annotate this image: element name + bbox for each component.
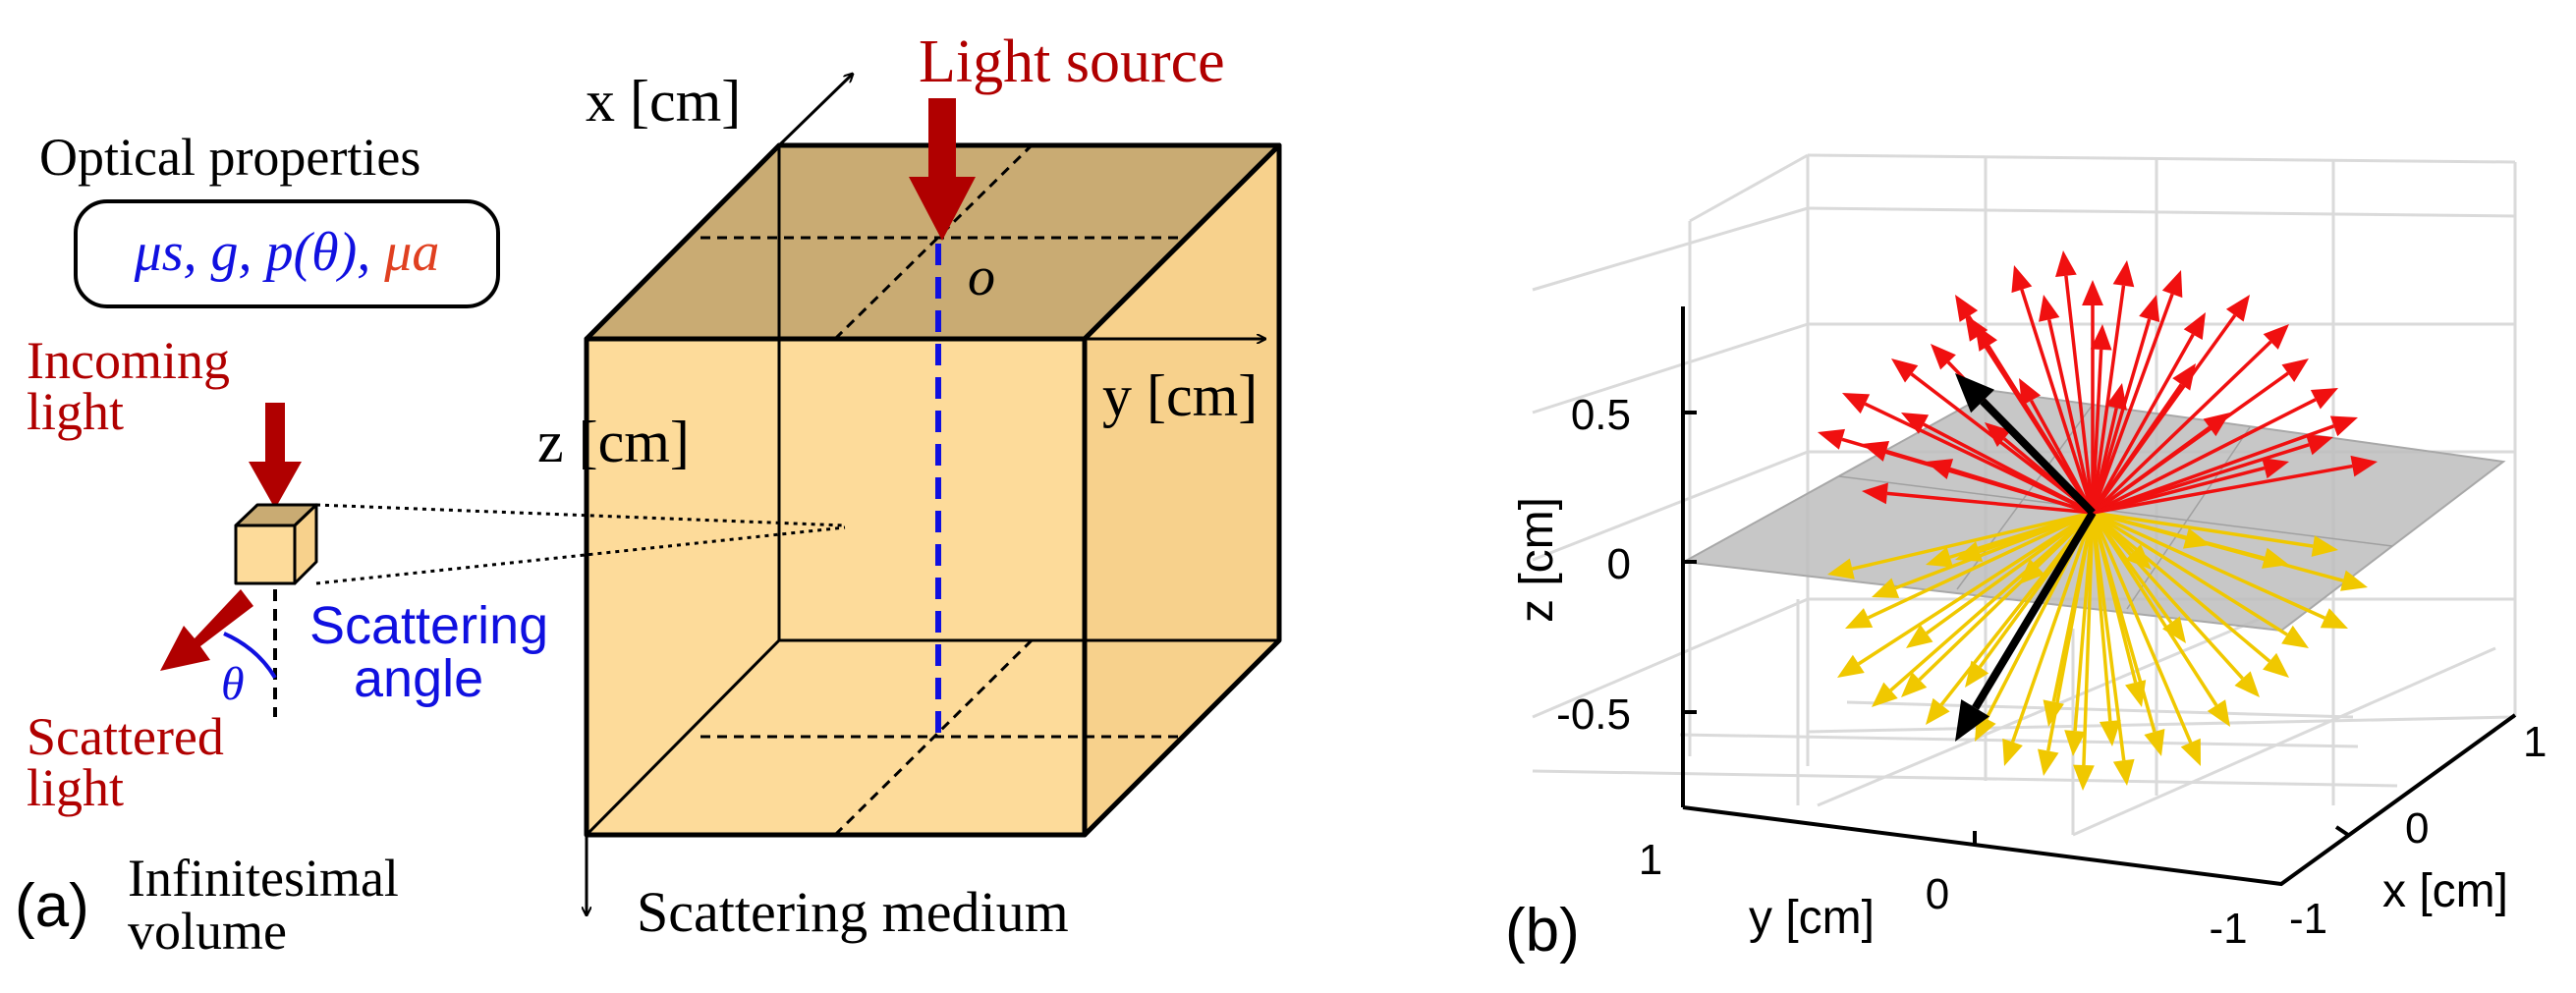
downward-arrow-14 xyxy=(2091,512,2135,786)
y-axis-label: y [cm] xyxy=(1102,363,1258,428)
downward-arrow-3 xyxy=(1955,511,2094,562)
upward-arrow-31 xyxy=(1965,314,2095,514)
y-axis-title: y [cm] xyxy=(1749,892,1875,944)
scattered-direction-arrow xyxy=(1955,510,2097,742)
x-axis-label: x [cm] xyxy=(586,69,741,134)
light-source-arrow xyxy=(909,98,976,241)
z-axis-title: z [cm] xyxy=(1511,497,1563,623)
scattering-angle-label: Scattering angle xyxy=(309,596,563,708)
panel-a-label: (a) xyxy=(15,872,89,940)
highlighted-scatter-arrows xyxy=(1955,373,2097,742)
infinitesimal-volume-label: Infinitesimal volume xyxy=(128,849,412,961)
downward-arrow-7 xyxy=(1872,511,2095,707)
downward-arrow-4 xyxy=(1845,511,2094,629)
x-tick-1: 1 xyxy=(2523,718,2547,766)
cube-hidden-edges xyxy=(585,145,1279,837)
upward-arrow-12 xyxy=(2091,260,2135,514)
optical-properties-title: Optical properties xyxy=(39,128,420,187)
z-tick-neg0.5: -0.5 xyxy=(1556,690,1631,739)
downward-arrow-25 xyxy=(2092,511,2338,557)
optical-properties-box xyxy=(74,199,500,308)
downward-arrow-27 xyxy=(2092,511,2211,549)
upward-arrow-8 xyxy=(2011,265,2095,514)
upward-arrow-26 xyxy=(2091,363,2196,514)
downward-scatter-arrows xyxy=(1827,511,2368,791)
light-source-label: Light source xyxy=(919,28,1225,95)
upward-arrow-13 xyxy=(2091,295,2160,514)
small-cube xyxy=(234,503,318,585)
incoming-light-label: Incoming light xyxy=(27,331,243,441)
upward-arrow-20 xyxy=(2092,415,2358,515)
upward-arrow-9 xyxy=(2039,295,2095,514)
upward-arrow-30 xyxy=(2091,413,2230,515)
upward-arrow-17 xyxy=(2091,324,2289,515)
incident-direction-arrow xyxy=(1955,373,2096,516)
mu-s-symbol: μs xyxy=(134,222,184,283)
bottom-dashed-lines xyxy=(700,638,1184,837)
scattering-medium-label: Scattering medium xyxy=(637,880,1069,944)
downward-arrow-31 xyxy=(2091,511,2186,643)
downward-arrow-30 xyxy=(2091,512,2147,707)
scattered-light-label: Scattered light xyxy=(27,707,237,817)
y-tick-neg1: -1 xyxy=(2209,905,2247,953)
downward-arrow-32 xyxy=(1901,511,2095,697)
upward-arrow-27 xyxy=(1862,482,2094,515)
downward-arrow-5 xyxy=(1906,511,2095,648)
p-theta-symbol: p(θ) xyxy=(261,222,357,283)
downward-arrow-21 xyxy=(2091,511,2289,678)
z-tick-0.5: 0.5 xyxy=(1571,391,1631,439)
upward-arrow-14 xyxy=(2091,270,2183,514)
y-tick-0: 0 xyxy=(1926,870,1949,918)
z-axis-label: z [cm] xyxy=(537,410,690,474)
upward-arrow-22 xyxy=(2092,455,2378,515)
zoom-dotted-lines xyxy=(315,503,846,585)
upward-arrow-21 xyxy=(2092,434,2333,515)
upward-arrow-11 xyxy=(2082,280,2103,513)
downward-arrow-19 xyxy=(2091,512,2230,727)
y-tick-1: 1 xyxy=(1639,836,1662,884)
upward-arrow-15 xyxy=(2091,312,2206,514)
plot-axes xyxy=(1681,306,2517,887)
scattered-light-arrow xyxy=(160,589,253,671)
upward-arrow-28 xyxy=(1926,459,2094,515)
origin-label: o xyxy=(968,247,995,307)
downward-arrow-33 xyxy=(2064,512,2095,756)
downward-arrow-11 xyxy=(2002,512,2095,766)
panel-a: x [cm] y [cm] z [cm] Light source o Opti… xyxy=(15,28,1282,961)
downward-arrow-17 xyxy=(2043,512,2095,727)
downward-arrow-16 xyxy=(2091,512,2201,766)
z-tick-0: 0 xyxy=(1607,540,1631,588)
x-axis-title: x [cm] xyxy=(2382,865,2508,917)
upward-arrow-32 xyxy=(2090,324,2112,514)
upward-arrow-3 xyxy=(1842,393,2094,515)
x-tick-neg1: -1 xyxy=(2289,895,2327,943)
g-symbol: g xyxy=(210,222,238,283)
upward-arrow-19 xyxy=(2092,388,2338,515)
theta-label: θ xyxy=(221,658,245,710)
downward-arrow-18 xyxy=(2091,512,2121,746)
downward-arrow-23 xyxy=(2092,511,2348,629)
scattering-angle-arc xyxy=(223,632,277,680)
upward-arrow-25 xyxy=(2091,383,2127,514)
upward-arrow-23 xyxy=(2092,457,2289,515)
optical-properties-values: μs, g, p(θ), μa xyxy=(134,222,440,283)
panel-b-label: (b) xyxy=(1505,897,1580,965)
incoming-light-arrow xyxy=(249,403,302,509)
downward-arrow-13 xyxy=(2073,512,2095,791)
upward-arrow-10 xyxy=(2055,250,2095,514)
downward-arrow-6 xyxy=(1837,511,2094,678)
mu-a-symbol: μa xyxy=(383,222,439,283)
downward-arrow-20 xyxy=(2091,511,2260,697)
panel-b: 0.5 0 -0.5 1 0 -1 1 0 -1 z [cm] y [cm] x… xyxy=(1505,153,2547,965)
downward-arrow-0 xyxy=(1827,511,2094,579)
downward-arrow-22 xyxy=(2092,511,2309,648)
x-axis-arrow xyxy=(777,74,853,147)
x-tick-0: 0 xyxy=(2405,804,2429,853)
